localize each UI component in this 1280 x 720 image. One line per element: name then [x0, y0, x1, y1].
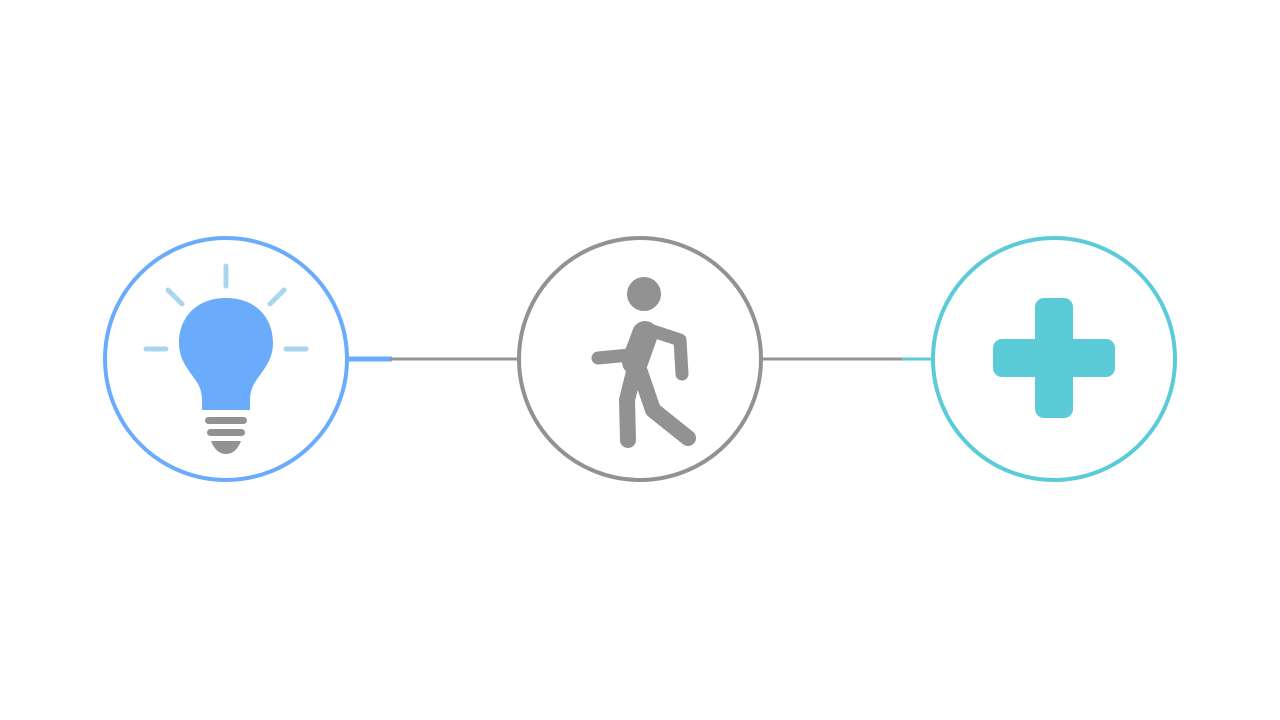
- step-plus-ring: [931, 236, 1177, 482]
- step-walk: [517, 236, 763, 482]
- step-idea: [103, 236, 349, 482]
- lightbulb-icon: [143, 263, 309, 454]
- plus-icon: [993, 298, 1115, 418]
- step-idea-ring: [103, 236, 349, 482]
- step-walk-ring: [517, 236, 763, 482]
- walking-person-icon: [591, 277, 696, 448]
- step-plus: [931, 236, 1177, 482]
